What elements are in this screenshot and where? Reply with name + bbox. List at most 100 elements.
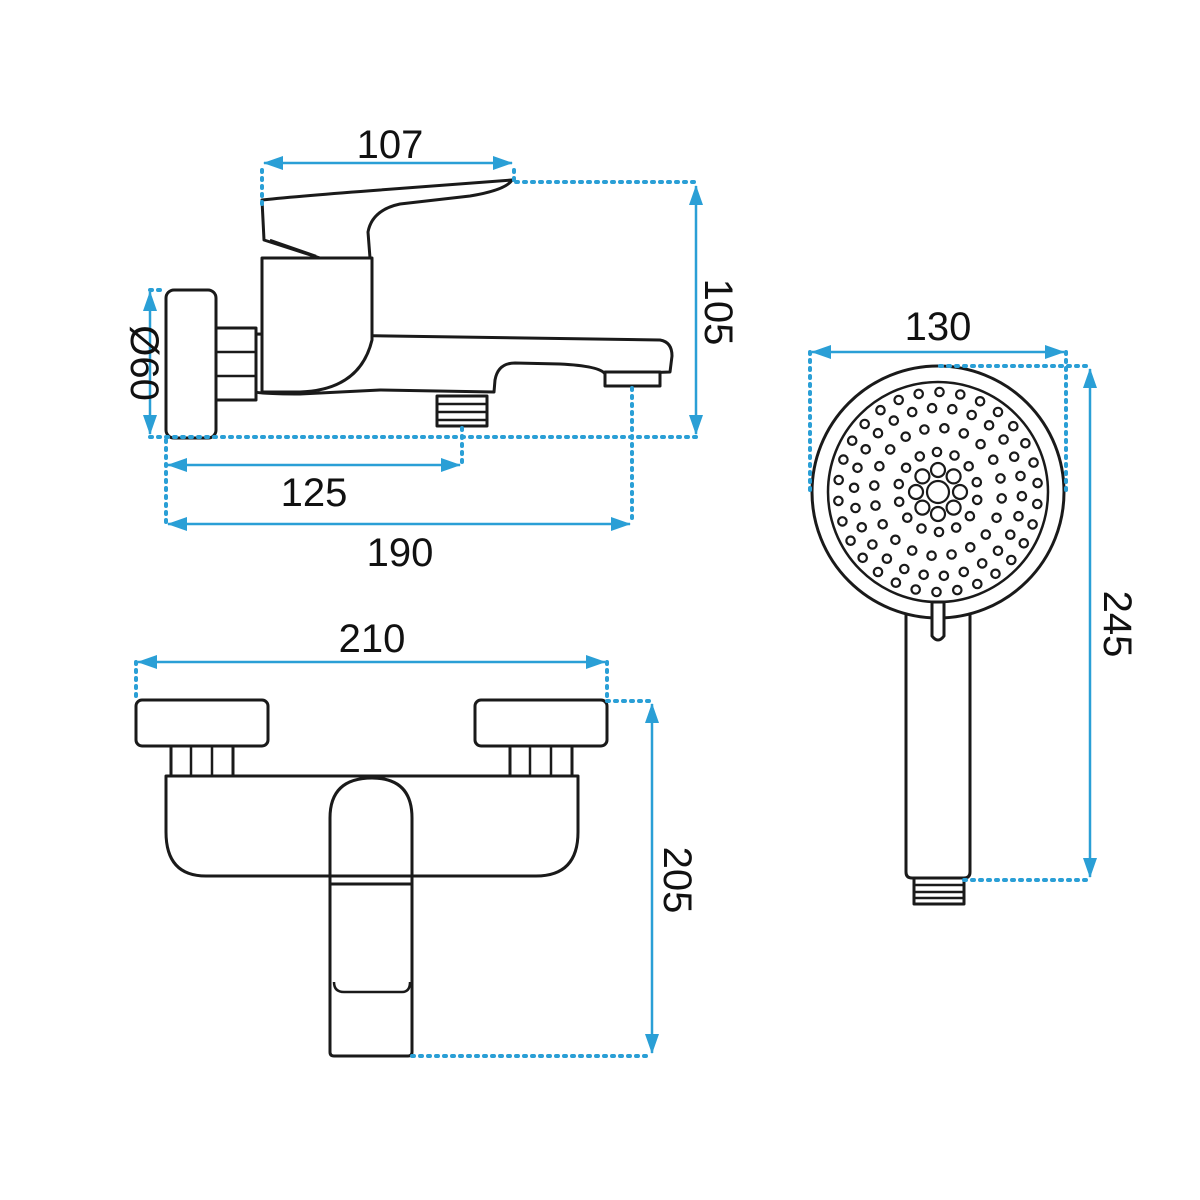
- spray-hole: [856, 521, 868, 533]
- spray-hole: [995, 473, 1006, 484]
- spray-hole: [872, 566, 884, 578]
- spray-hole: [929, 505, 947, 523]
- spray-hole: [857, 552, 868, 564]
- spray-hole: [1020, 437, 1031, 449]
- spray-hole: [867, 539, 878, 550]
- spray-hole: [926, 550, 937, 561]
- spray-hole: [1013, 510, 1024, 522]
- side-view-dimensions: 107 105 Ø60 125 190: [122, 123, 740, 575]
- spray-hole: [971, 494, 983, 506]
- spray-hole: [1007, 420, 1019, 432]
- spray-hole: [906, 406, 918, 418]
- front-view-mixer: [134, 698, 609, 1058]
- side-wall-flange: [164, 288, 218, 440]
- spray-hole: [900, 462, 912, 474]
- spray-hole: [971, 476, 983, 488]
- spray-hole: [992, 545, 1004, 557]
- spray-hole: [954, 389, 966, 400]
- front-view-dimensions: 210 205: [134, 617, 699, 1058]
- dim-label-190: 190: [367, 531, 434, 575]
- spray-hole: [974, 395, 986, 407]
- spray-hole: [877, 518, 888, 530]
- spray-hole: [900, 431, 911, 442]
- shower-handle: [904, 610, 972, 880]
- spray-hole: [852, 462, 863, 474]
- spray-hole: [1027, 519, 1038, 530]
- spray-hole: [1008, 451, 1020, 462]
- spray-hole: [1032, 498, 1043, 510]
- dim-label-205: 205: [655, 847, 699, 914]
- side-aerator: [603, 370, 662, 388]
- spray-hole: [910, 584, 921, 595]
- spray-hole: [850, 502, 861, 514]
- shower-spray-holes: [833, 386, 1043, 598]
- spray-hole: [983, 419, 995, 431]
- spray-hole: [875, 404, 886, 416]
- spray-hole: [963, 460, 974, 472]
- spray-hole: [913, 388, 924, 400]
- spray-hole: [870, 500, 881, 511]
- spray-hole: [926, 402, 938, 414]
- shower-center-nozzle: [925, 479, 951, 505]
- spray-hole: [914, 468, 931, 485]
- spray-hole: [1016, 490, 1028, 502]
- spray-hole: [918, 569, 929, 581]
- dim-label-210: 210: [339, 617, 406, 661]
- spray-hole: [848, 482, 860, 494]
- spray-hole: [837, 516, 848, 527]
- spray-hole: [950, 522, 962, 533]
- spray-hole: [946, 549, 957, 560]
- spray-hole: [884, 444, 896, 455]
- spray-hole: [881, 553, 893, 564]
- spray-hole: [958, 566, 970, 578]
- spray-hole: [914, 451, 926, 462]
- spray-hole: [901, 512, 913, 523]
- spray-hole: [933, 526, 945, 538]
- hand-shower: [810, 364, 1066, 906]
- front-right-nut: [508, 744, 574, 780]
- spray-hole: [996, 493, 1007, 504]
- spray-hole: [949, 450, 960, 461]
- spray-hole: [939, 422, 950, 434]
- spray-hole: [945, 468, 962, 485]
- spray-hole: [833, 474, 844, 486]
- spray-hole: [934, 386, 945, 398]
- spray-hole: [846, 435, 858, 446]
- side-connection-nut: [214, 326, 258, 402]
- spray-hole: [931, 586, 942, 598]
- front-lever-handle: [328, 882, 414, 1058]
- spray-hole: [890, 534, 901, 546]
- spray-hole: [964, 541, 976, 553]
- front-left-flange: [134, 698, 270, 748]
- spray-hole: [951, 584, 963, 596]
- dim-label-105: 105: [696, 279, 740, 346]
- spray-hole: [916, 523, 927, 534]
- spray-hole: [907, 483, 925, 501]
- spray-hole: [1028, 457, 1039, 468]
- spray-hole: [906, 545, 918, 556]
- spray-hole: [945, 499, 962, 516]
- spray-hole: [898, 563, 910, 575]
- front-left-nut: [169, 744, 235, 780]
- spray-hole: [975, 438, 986, 450]
- front-lever-top: [328, 776, 414, 888]
- spray-hole: [893, 394, 904, 406]
- spray-hole: [919, 424, 930, 435]
- shower-mode-selector: [930, 600, 946, 642]
- spray-hole: [964, 510, 976, 522]
- spray-hole: [833, 495, 844, 507]
- spray-hole: [998, 434, 1009, 445]
- dim-label-diameter: Ø60: [122, 325, 166, 401]
- spray-hole: [992, 406, 1004, 418]
- spray-hole: [893, 478, 905, 490]
- spray-hole: [893, 496, 905, 508]
- spray-hole: [951, 483, 969, 501]
- shower-dimensions: 130 245: [808, 305, 1139, 882]
- spray-hole: [1004, 529, 1016, 540]
- side-lever-edge: [269, 238, 317, 258]
- spray-hole: [929, 461, 947, 479]
- spray-hole: [1032, 477, 1043, 489]
- spray-hole: [946, 403, 958, 415]
